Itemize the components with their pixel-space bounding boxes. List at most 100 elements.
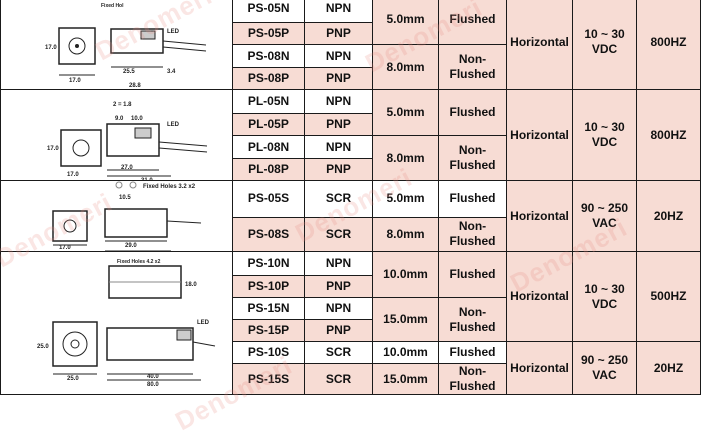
mounting-type-cell: Flushed (438, 180, 507, 218)
svg-text:17.0: 17.0 (47, 146, 59, 152)
sensing-distance-cell: 15.0mm (372, 363, 439, 395)
mounting-type-cell: Non-Flushed (438, 44, 507, 90)
svg-text:LED: LED (167, 29, 180, 35)
svg-text:LED: LED (167, 122, 180, 128)
voltage-cell: 10 ~ 30 VDC (572, 89, 637, 181)
svg-text:3.4: 3.4 (167, 69, 176, 75)
model-cell: PL-08N (232, 135, 305, 159)
svg-text:25.0: 25.0 (67, 376, 79, 382)
output-type-cell: SCR (304, 363, 373, 395)
direction-cell: Horizontal (506, 341, 573, 395)
model-cell: PL-08P (232, 158, 305, 181)
table-row: Fixed Holes 3.2 x210.517.029.033.0PS-05S… (0, 180, 701, 252)
model-cell: PS-08N (232, 44, 305, 68)
voltage-cell: 90 ~ 250 VAC (572, 341, 637, 395)
model-cell: PL-05N (232, 89, 305, 114)
mounting-type-cell: Flushed (438, 341, 507, 364)
model-cell: PS-15S (232, 363, 305, 395)
voltage-cell: 90 ~ 250 VAC (572, 180, 637, 252)
sensing-distance-cell: 10.0mm (372, 341, 439, 364)
mounting-type-cell: Non-Flushed (438, 297, 507, 342)
output-type-cell: PNP (304, 113, 373, 136)
table-row: 2 = 1.89.010.0LED17.017.027.031.0PL-05NN… (0, 89, 701, 181)
sensing-distance-cell: 15.0mm (372, 297, 439, 342)
frequency-cell: 20HZ (636, 180, 701, 252)
svg-text:10.0: 10.0 (131, 116, 143, 122)
voltage-cell: 10 ~ 30 VDC (572, 251, 637, 342)
frequency-cell: 20HZ (636, 341, 701, 395)
sensing-distance-cell: 5.0mm (372, 180, 439, 218)
model-cell: PS-10P (232, 275, 305, 298)
mounting-type-cell: Non-Flushed (438, 135, 507, 181)
svg-text:Fixed Holes 4.2 x2: Fixed Holes 4.2 x2 (117, 259, 161, 265)
svg-text:LED: LED (197, 320, 210, 326)
svg-text:25.5: 25.5 (123, 69, 135, 75)
direction-cell: Horizontal (506, 251, 573, 342)
svg-text:31.0: 31.0 (141, 178, 153, 180)
mounting-type-cell: Flushed (438, 251, 507, 298)
sensing-distance-cell: 8.0mm (372, 44, 439, 90)
mounting-type-cell: Non-Flushed (438, 363, 507, 395)
output-type-cell: PNP (304, 275, 373, 298)
output-type-cell: PNP (304, 319, 373, 342)
direction-cell: Horizontal (506, 89, 573, 181)
output-type-cell: PNP (304, 158, 373, 181)
output-type-cell: NPN (304, 89, 373, 114)
model-cell: PS-05S (232, 180, 305, 218)
svg-text:25.0: 25.0 (37, 344, 49, 350)
sensing-distance-cell: 8.0mm (372, 135, 439, 181)
output-type-cell: NPN (304, 251, 373, 276)
model-cell: PS-15N (232, 297, 305, 320)
model-cell: PS-05P (232, 22, 305, 45)
output-type-cell: SCR (304, 180, 373, 218)
frequency-cell: 800HZ (636, 0, 701, 90)
svg-text:2 = 1.8: 2 = 1.8 (113, 102, 132, 108)
svg-text:17.0: 17.0 (69, 78, 81, 84)
svg-text:29.0: 29.0 (125, 243, 137, 249)
svg-text:17.0: 17.0 (59, 245, 71, 251)
frequency-cell: 800HZ (636, 89, 701, 181)
mounting-type-cell: Flushed (438, 89, 507, 136)
model-cell: PS-10N (232, 251, 305, 276)
sensing-distance-cell: 10.0mm (372, 251, 439, 298)
direction-cell: Horizontal (506, 0, 573, 90)
output-type-cell: NPN (304, 297, 373, 320)
voltage-cell: 10 ~ 30 VDC (572, 0, 637, 90)
frequency-cell: 500HZ (636, 251, 701, 342)
svg-text:40.0: 40.0 (147, 374, 159, 380)
output-type-cell: SCR (304, 341, 373, 364)
svg-text:18.0: 18.0 (185, 282, 197, 288)
model-cell: PS-10S (232, 341, 305, 364)
output-type-cell: NPN (304, 135, 373, 159)
model-cell: PS-15P (232, 319, 305, 342)
svg-text:28.8: 28.8 (129, 83, 141, 89)
mounting-type-cell: Non-Flushed (438, 216, 507, 252)
svg-text:80.0: 80.0 (147, 382, 159, 388)
sensing-distance-cell: 5.0mm (372, 0, 439, 45)
model-cell: PL-05P (232, 113, 305, 136)
svg-text:Fixed Hol: Fixed Hol (101, 3, 124, 9)
output-type-cell: PNP (304, 67, 373, 90)
model-cell: PS-08S (232, 216, 305, 252)
sensing-distance-cell: 8.0mm (372, 216, 439, 252)
direction-cell: Horizontal (506, 180, 573, 252)
